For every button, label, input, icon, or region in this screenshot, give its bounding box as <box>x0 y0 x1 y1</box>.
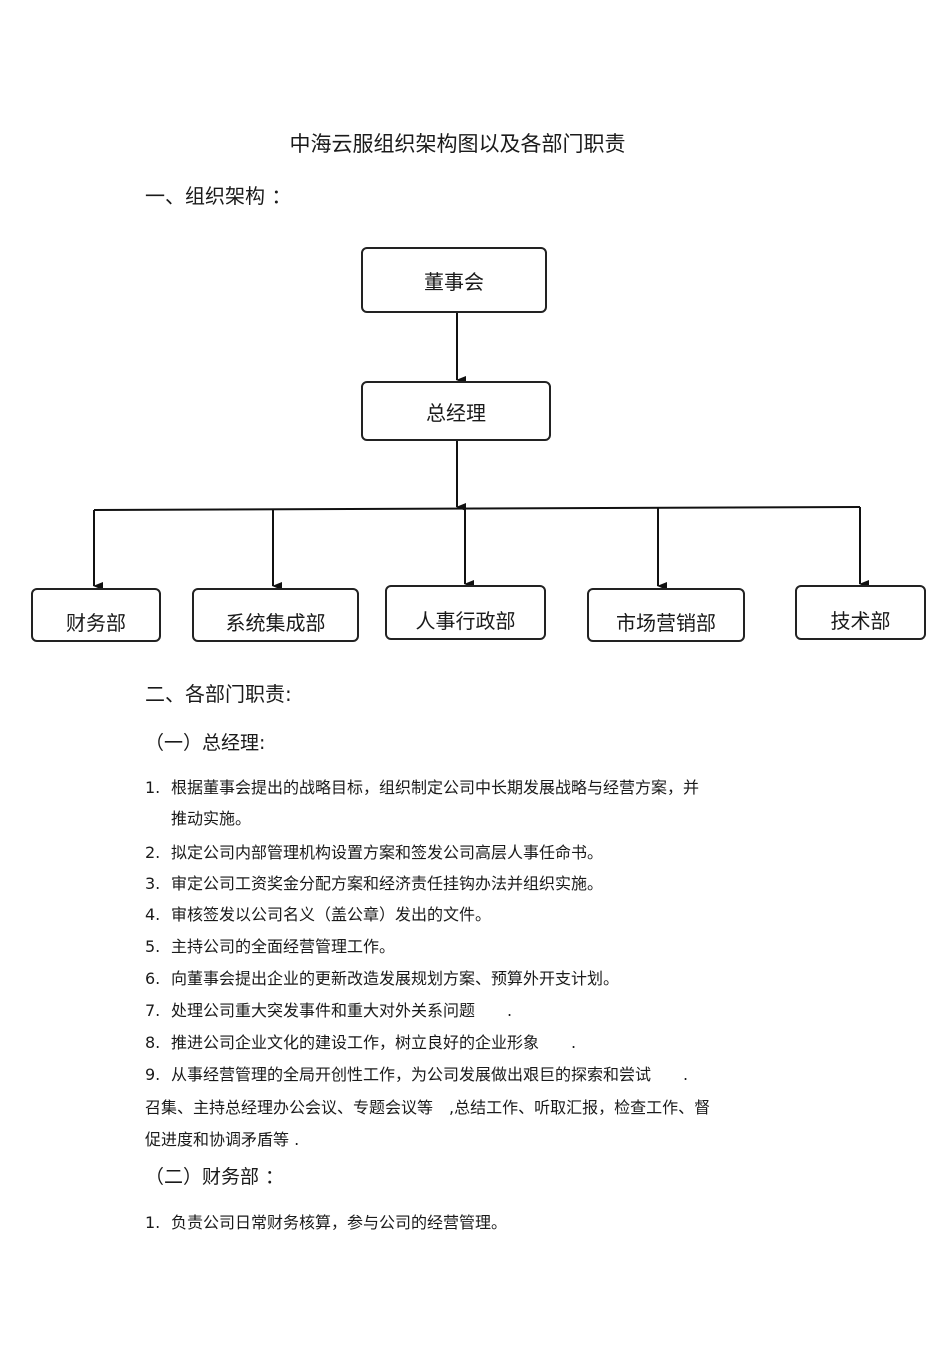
general-manager-box: 总经理 <box>361 381 551 441</box>
list-item: 4.审核签发以公司名义（盖公章）发出的文件。 <box>145 905 492 924</box>
department-bus-line <box>93 506 861 511</box>
list-item: 1.根据董事会提出的战略目标，组织制定公司中长期发展战略与经营方案，并 <box>145 778 700 797</box>
dept-box-marketing: 市场营销部 <box>587 588 745 642</box>
list-item: 6.向董事会提出企业的更新改造发展规划方案、预算外开支计划。 <box>145 969 620 988</box>
list-item: 7.处理公司重大突发事件和重大对外关系问题 . <box>145 1001 513 1020</box>
list-item: 8.推进公司企业文化的建设工作，树立良好的企业形象 . <box>145 1033 577 1052</box>
section-org-structure: 一、组织架构 ： <box>145 184 292 208</box>
list-item: 3.审定公司工资奖金分配方案和经济责任挂钩办法并组织实施。 <box>145 874 604 893</box>
list-item: 5.主持公司的全面经营管理工作。 <box>145 937 396 956</box>
paragraph-line: 促进度和协调矛盾等 . <box>145 1130 300 1149</box>
paragraph-line: 召集、主持总经理办公会议、专题会议等 ,总结工作、听取汇报，检查工作、督 <box>145 1098 711 1117</box>
list-item: 1.负责公司日常财务核算，参与公司的经营管理。 <box>145 1213 508 1232</box>
dept-box-technology: 技术部 <box>795 585 926 640</box>
dept-box-hr-admin: 人事行政部 <box>385 585 546 640</box>
dept-box-finance: 财务部 <box>31 588 161 642</box>
section-responsibilities: 二、各部门职责: <box>145 682 292 706</box>
finance-heading: （二）财务部 ： <box>145 1166 285 1188</box>
dept-box-system-integration: 系统集成部 <box>192 588 359 642</box>
document-title: 中海云服组织架构图以及各部门职责 <box>289 132 626 156</box>
org-chart-connectors <box>93 313 869 590</box>
list-item: 9.从事经营管理的全局开创性工作，为公司发展做出艰巨的探索和尝试 . <box>145 1065 689 1084</box>
list-item-continuation: 推动实施。 <box>171 809 252 828</box>
board-box: 董事会 <box>361 247 547 313</box>
gm-heading: （一）总经理: <box>145 732 266 754</box>
list-item: 2.拟定公司内部管理机构设置方案和签发公司高层人事任命书。 <box>145 843 604 862</box>
